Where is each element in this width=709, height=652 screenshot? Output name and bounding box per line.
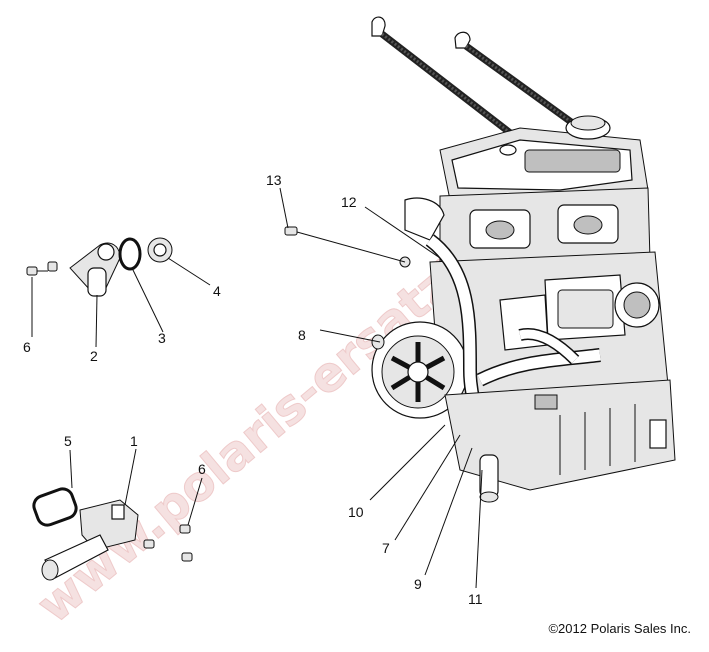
callout-1: 1 [130,433,138,449]
callout-13: 13 [266,172,282,188]
part-1-outlet-fitting [41,499,139,581]
part-6-bolts-lower [143,524,193,562]
part-2-thermostat-housing [69,242,121,297]
callout-5: 5 [64,433,72,449]
stator-cover [371,321,469,419]
breather-tubes [371,16,588,145]
part-13-bolt [284,226,298,236]
callout-6-upper: 6 [23,339,31,355]
callout-10: 10 [348,504,364,520]
part-4-thermostat [147,237,173,263]
crankcase [444,379,676,491]
leader-lines [31,187,483,589]
callout-8: 8 [298,327,306,343]
part-3-o-ring [118,237,142,271]
callout-9: 9 [414,576,422,592]
copyright-notice: ©2012 Polaris Sales Inc. [548,621,691,636]
callout-7: 7 [382,540,390,556]
part-5-gasket [32,487,78,527]
callout-3: 3 [158,330,166,346]
callout-11: 11 [468,591,483,607]
callout-4: 4 [213,283,221,299]
callout-2: 2 [90,348,98,364]
valve-cover [439,115,649,201]
callout-6-lower: 6 [198,461,206,477]
engine-outlet-pipe [479,454,499,503]
callout-12: 12 [341,194,357,210]
part-6-bolt-upper [26,261,58,276]
engine-assembly [371,16,676,503]
callout-labels: 13 12 8 6 2 3 4 5 1 6 10 7 9 11 [23,172,483,607]
